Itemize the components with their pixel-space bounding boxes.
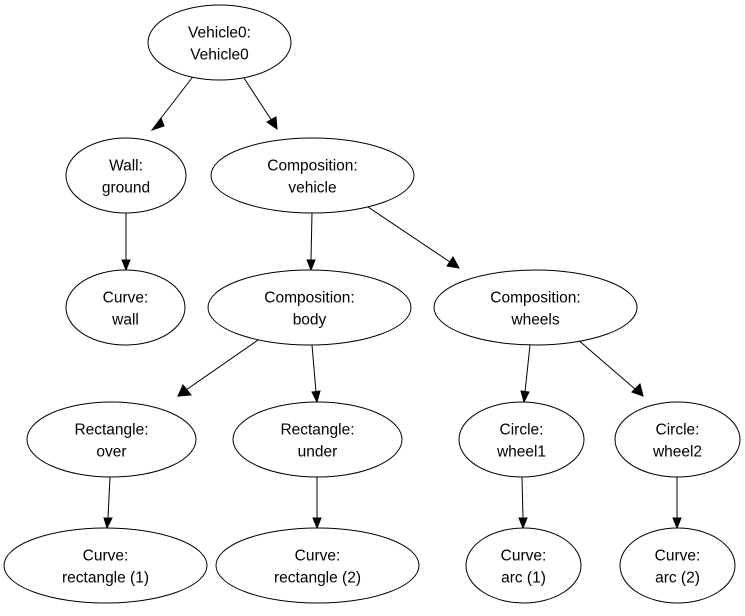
graph-node-curve-wall[interactable]: Curve: wall: [65, 269, 186, 346]
arrowhead-icon: [520, 390, 530, 404]
graph-node-curve-arc-1[interactable]: Curve: arc (1): [465, 527, 582, 604]
graph-node-circle-wheel1[interactable]: Circle: wheel1: [458, 401, 585, 478]
node-label-line2: vehicle: [288, 180, 336, 197]
graph-edge: [672, 477, 682, 530]
graph-node-vehicle0[interactable]: Vehicle0: Vehicle0: [147, 4, 292, 81]
node-label-line2: rectangle (2): [274, 570, 361, 587]
graph-node-rectangle-under[interactable]: Rectangle: under: [232, 401, 403, 478]
arrowhead-icon: [446, 256, 460, 269]
arrowhead-icon: [150, 116, 165, 131]
arrowhead-icon: [518, 517, 528, 530]
node-label-line2: wall: [111, 312, 139, 329]
node-ellipse: [207, 269, 412, 346]
edge-line: [524, 344, 531, 393]
node-ellipse: [215, 527, 420, 604]
graph-node-composition-wheels[interactable]: Composition: wheels: [433, 269, 638, 346]
node-label-line1: Curve:: [501, 548, 547, 565]
node-label-line1: Circle:: [656, 422, 700, 439]
node-label-line1: Circle:: [500, 422, 544, 439]
graph-node-curve-rectangle-1[interactable]: Curve: rectangle (1): [3, 527, 208, 604]
node-label-line2: rectangle (1): [62, 570, 149, 587]
graph-node-composition-vehicle[interactable]: Composition: vehicle: [210, 137, 415, 214]
edge-line: [367, 206, 451, 263]
node-label-line1: Rectangle:: [74, 422, 148, 439]
node-ellipse: [147, 4, 292, 81]
node-label-line2: over: [96, 444, 126, 461]
graph-node-curve-rectangle-2[interactable]: Curve: rectangle (2): [215, 527, 420, 604]
graph-edge: [306, 212, 316, 272]
node-label-line1: Curve:: [295, 548, 341, 565]
node-label-line1: Composition:: [267, 158, 357, 175]
graph-edge: [311, 344, 321, 404]
node-label-line2: ground: [102, 180, 150, 197]
graph-edge: [121, 213, 131, 272]
node-label-line2: body: [293, 312, 327, 329]
graph-node-composition-body[interactable]: Composition: body: [207, 269, 412, 346]
graph-edge: [576, 338, 644, 397]
graph-edge: [367, 206, 460, 269]
node-label-line1: Wall:: [109, 158, 143, 175]
nodes-layer: Vehicle0:Vehicle0Wall:groundComposition:…: [3, 4, 741, 604]
graph-edge: [150, 73, 196, 131]
arrowhead-icon: [311, 390, 321, 404]
node-label-line2: arc (2): [655, 570, 700, 587]
node-ellipse: [210, 137, 415, 214]
graph-edge: [520, 344, 531, 404]
node-ellipse: [619, 527, 736, 604]
arrowhead-icon: [103, 517, 113, 530]
node-label-line1: Vehicle0:: [188, 25, 251, 42]
graph-edge: [312, 477, 322, 530]
arrowhead-icon: [266, 116, 278, 131]
edge-line: [157, 73, 196, 123]
arrowhead-icon: [631, 383, 644, 397]
edge-line: [310, 212, 313, 261]
edges-layer: [103, 73, 682, 530]
node-label-line1: Curve:: [83, 548, 129, 565]
edge-line: [241, 74, 273, 122]
node-label-line1: Rectangle:: [280, 422, 354, 439]
node-ellipse: [614, 401, 741, 478]
edge-line: [576, 338, 636, 390]
edge-line: [185, 339, 259, 391]
arrowhead-icon: [121, 259, 131, 272]
graph-node-circle-wheel2[interactable]: Circle: wheel2: [614, 401, 741, 478]
node-ellipse: [65, 137, 187, 214]
node-label-line1: Composition:: [264, 290, 354, 307]
node-label-line2: wheels: [510, 312, 559, 329]
node-label-line2: wheel2: [652, 444, 702, 461]
arrowhead-icon: [312, 517, 322, 530]
graph-edge: [177, 339, 259, 397]
arrowhead-icon: [177, 384, 192, 397]
graph-node-wall-ground[interactable]: Wall: ground: [65, 137, 187, 214]
node-ellipse: [433, 269, 638, 346]
graph-edge: [518, 476, 528, 530]
edge-line: [311, 344, 317, 393]
node-ellipse: [3, 527, 208, 604]
node-ellipse: [458, 401, 585, 478]
node-ellipse: [26, 401, 197, 478]
node-label-line1: Composition:: [490, 290, 580, 307]
node-label-line1: Curve:: [655, 548, 701, 565]
edge-line: [107, 476, 111, 519]
graph-node-rectangle-over[interactable]: Rectangle: over: [26, 401, 197, 478]
node-label-line2: Vehicle0: [190, 47, 249, 64]
arrowhead-icon: [672, 517, 682, 530]
node-label-line2: arc (1): [501, 570, 546, 587]
arrowhead-icon: [306, 259, 316, 272]
edge-line: [521, 476, 524, 519]
node-ellipse: [465, 527, 582, 604]
node-label-line2: under: [298, 444, 338, 461]
node-label-line1: Curve:: [103, 290, 149, 307]
graph-edge: [241, 74, 278, 131]
graph-node-curve-arc-2[interactable]: Curve: arc (2): [619, 527, 736, 604]
graph-edge: [103, 476, 113, 530]
node-ellipse: [65, 269, 186, 346]
node-ellipse: [232, 401, 403, 478]
node-label-line2: wheel1: [496, 444, 546, 461]
